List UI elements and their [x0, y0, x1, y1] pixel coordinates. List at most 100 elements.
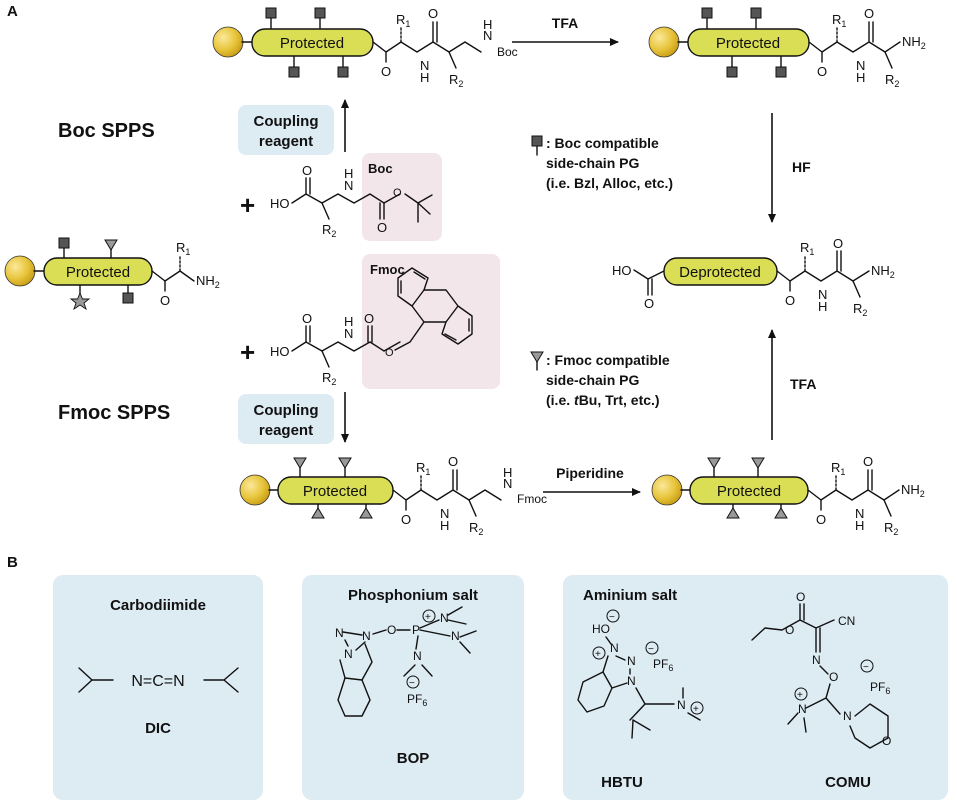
coupling-reagent-box-top	[238, 105, 334, 155]
boc-pg-highlight	[362, 153, 442, 241]
resin-bead	[648, 26, 680, 58]
nh-h: H	[483, 17, 492, 32]
svg-text:O: O	[833, 236, 843, 251]
svg-text:−: −	[409, 678, 415, 689]
svg-text:R2: R2	[322, 222, 336, 239]
top-right-side-chain-pg-markers	[701, 7, 787, 78]
svg-text:N: N	[627, 674, 636, 688]
svg-text:O: O	[393, 187, 402, 199]
carbonyl-o: O	[817, 64, 827, 79]
hbtu-name: HBTU	[601, 774, 643, 791]
svg-text:O: O	[863, 454, 873, 469]
svg-text:R2: R2	[322, 370, 336, 387]
svg-text:PF6: PF6	[870, 680, 890, 696]
svg-text:O: O	[160, 293, 170, 308]
protected-label: Protected	[66, 264, 130, 281]
r1-label: R1	[800, 240, 814, 257]
carbonyl-o2: O	[864, 6, 874, 21]
r2-label: R2	[469, 520, 483, 537]
svg-text:(i.e. tBu, Trt, etc.): (i.e. tBu, Trt, etc.)	[546, 392, 660, 408]
svg-text:side-chain PG: side-chain PG	[546, 372, 639, 388]
svg-text:N: N	[344, 178, 353, 193]
panel-a-label: A	[7, 3, 18, 20]
comu-name: COMU	[825, 774, 871, 791]
svg-text:O: O	[644, 296, 654, 311]
r1-label: R1	[396, 12, 410, 29]
r1-label: R1	[176, 240, 190, 257]
svg-text:N: N	[843, 709, 852, 723]
svg-text:O: O	[387, 623, 396, 637]
fmoc-spps-title: Fmoc SPPS	[58, 402, 170, 424]
svg-text:+: +	[595, 649, 601, 660]
svg-text:HO: HO	[612, 263, 632, 278]
svg-text:CN: CN	[838, 614, 855, 628]
svg-text:N: N	[344, 326, 353, 341]
protected-label: Protected	[280, 35, 344, 52]
fmoc-removed-peptide: Protected O R1 N H O R2 NH2	[651, 454, 925, 537]
coupling-reagent-line2: reagent	[259, 422, 313, 439]
svg-text:O: O	[785, 623, 794, 637]
amide-n: N	[856, 58, 865, 73]
resin-bead	[651, 474, 683, 506]
r2-label: R2	[449, 72, 463, 89]
svg-text:O: O	[364, 311, 374, 326]
protected-label: Protected	[717, 483, 781, 500]
protected-label: Protected	[303, 483, 367, 500]
fmoc-amino-acid-structure: HO O R2 H N O O	[270, 267, 473, 387]
dic-name: DIC	[145, 720, 171, 737]
svg-text:N: N	[855, 506, 864, 521]
r2-label: R2	[853, 301, 867, 318]
dic-formula: N=C=N	[131, 673, 184, 690]
fmoc-protected-peptide: Protected O R1 N H O R2 H N Fmoc	[239, 454, 547, 537]
carbodiimide-title: Carbodiimide	[110, 597, 206, 614]
svg-text:+: +	[693, 704, 699, 715]
fmoc-pg-legend: : Fmoc compatible side-chain PG (i.e. tB…	[530, 351, 670, 408]
svg-text:N: N	[503, 476, 512, 491]
r1-label: R1	[832, 12, 846, 29]
svg-text:O: O	[377, 220, 387, 235]
boc-amino-acid-structure: HO O R2 H N O O	[270, 163, 433, 239]
hbtu-structure: HO − + N N N N + − PF6	[577, 609, 704, 739]
svg-text:: Fmoc compatible: : Fmoc compatible	[546, 352, 670, 368]
svg-text:O: O	[401, 512, 411, 527]
coupling-reagent-line1: Coupling	[254, 402, 319, 419]
protected-label: Protected	[716, 35, 780, 52]
svg-text:O: O	[816, 512, 826, 527]
svg-text:PF6: PF6	[407, 692, 427, 708]
aminium-panel: Aminium salt HO − + N N N N + − PF6 HBTU	[563, 575, 948, 800]
coupling-reagent-line2: reagent	[259, 133, 313, 150]
boc-pg-legend: : Boc compatible side-chain PG (i.e. Bzl…	[531, 135, 673, 191]
carbodiimide-panel: Carbodiimide N=C=N DIC	[53, 575, 263, 800]
r1-label: R1	[831, 460, 845, 477]
deprotected-label: Deprotected	[679, 264, 761, 281]
svg-text:N: N	[344, 647, 353, 661]
svg-text:O: O	[829, 670, 838, 684]
nh2-label: NH2	[871, 263, 895, 280]
svg-text:side-chain PG: side-chain PG	[546, 155, 639, 171]
fmoc-group-label: Fmoc	[517, 492, 547, 506]
carbonyl-o2: O	[428, 6, 438, 21]
svg-text:N: N	[413, 649, 422, 663]
svg-text:P: P	[412, 623, 420, 637]
svg-text:N: N	[627, 654, 636, 668]
tfa-label-top: TFA	[552, 15, 578, 31]
svg-text:(i.e. Bzl, Alloc, etc.): (i.e. Bzl, Alloc, etc.)	[546, 175, 673, 191]
bop-structure: N N N O P + N N N − PF6	[335, 606, 477, 717]
svg-text:H: H	[503, 465, 512, 480]
svg-text:N: N	[798, 702, 807, 716]
svg-text:HO: HO	[592, 622, 610, 636]
boc-group-label: Boc	[497, 45, 518, 59]
svg-text:N: N	[677, 698, 686, 712]
resin-bead	[212, 26, 244, 58]
fmoc-tag: Fmoc	[370, 262, 405, 277]
svg-text:N: N	[440, 506, 449, 521]
svg-text:+: +	[425, 612, 431, 623]
coupling-reagent-box-bottom	[238, 394, 334, 444]
comu-structure: O O CN N O − PF6 N + N O	[751, 590, 891, 749]
panel-b-label: B	[7, 554, 18, 571]
svg-text:N: N	[362, 629, 371, 643]
svg-text:+: +	[797, 690, 803, 701]
svg-text:HO: HO	[270, 344, 290, 359]
svg-text:N: N	[335, 626, 344, 640]
svg-text:PF6: PF6	[653, 657, 673, 673]
